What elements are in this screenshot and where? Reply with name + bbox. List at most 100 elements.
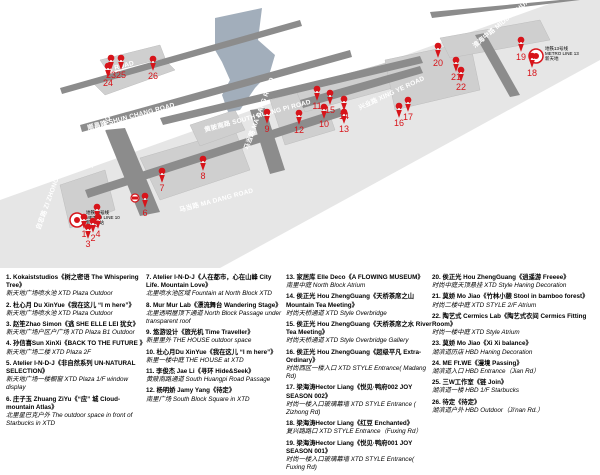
road-huangpi <box>160 56 423 125</box>
legend-number: 2. <box>6 301 14 309</box>
legend-location: 时尚二楼中庭 XTD STYLE 2/F Atrium <box>432 301 537 309</box>
legend-title: 悠游设计《旅光机 Time Traveller》 <box>153 329 254 337</box>
pin-dot <box>323 109 325 111</box>
legend-number: 22. <box>432 312 443 320</box>
legend-number: 26. <box>432 398 443 406</box>
legend-title: 侯正光 Hou ZhengGuang《超级平凡 Extra-Ordinary》 <box>286 348 422 364</box>
pin-number: 4 <box>95 229 100 239</box>
legend-item: 3. 赵笙Zhao Simon《逃 SHE ELLE LEI 犹女》新天地广场户… <box>6 321 146 337</box>
pin-icon <box>395 102 403 118</box>
legend-number: 17. <box>286 384 297 392</box>
legend-number: 19. <box>286 439 297 447</box>
pin-dot <box>398 108 400 110</box>
map-pin-26[interactable]: 26 <box>148 55 158 81</box>
legend-number: 20. <box>432 274 443 281</box>
road-vertical <box>250 108 285 174</box>
legend-title: 侯正光 Hou ZhengGuang《天桥茶席之水 River Tea Meet… <box>286 321 432 337</box>
map-pin-17[interactable]: 17 <box>403 96 413 122</box>
pin-dot <box>298 115 300 117</box>
map-pin-21[interactable]: 21 <box>451 56 461 82</box>
map-pin-1[interactable]: 1 <box>80 213 88 239</box>
map-pin-6[interactable]: 6 <box>141 192 149 218</box>
pin-icon <box>452 56 460 72</box>
map-pin-15[interactable]: 15 <box>325 89 335 115</box>
pin-dot <box>266 114 268 116</box>
pin-number: 18 <box>527 68 537 78</box>
legend-location: 时尚一楼入口玻璃幕墙 XTD STYLE Entrance( Fuxing Rd… <box>286 456 415 472</box>
legend-item: 25. 三W工作室《链 Join》湖滨道一楼 HBD 1/F Starbucks <box>432 379 594 395</box>
legend-number: 23. <box>432 340 443 348</box>
pin-dot <box>343 114 345 116</box>
legend-item: 12. 杨明娇 Jamy Yang《待定》南里广场 South Block Sq… <box>146 387 286 403</box>
legend-col-2: 7. Atelier I-N-D-J《人在都市，心在山峰 City Life. … <box>146 274 286 407</box>
map-pin-23[interactable]: 23 <box>106 54 116 80</box>
map-pin-8[interactable]: 8 <box>199 155 207 181</box>
legend-number: 9. <box>146 329 154 337</box>
legend-title: Atelier I-N-D-J《非自然系列 UN-NATURAL SELECTI… <box>6 359 136 376</box>
legend-number: 12. <box>146 387 157 395</box>
legend-number: 6. <box>6 395 14 403</box>
legend-number: 18. <box>286 420 297 428</box>
map-pin-20[interactable]: 20 <box>433 42 443 68</box>
map-pin-11[interactable]: 11 <box>312 85 322 111</box>
pin-icon <box>528 52 536 68</box>
legend-number: 10. <box>146 348 157 356</box>
legend-location: 新里一楼中庭 THE HOUSE at XTD <box>146 356 244 364</box>
block-east <box>439 19 551 59</box>
pin-number: 22 <box>456 82 466 92</box>
map-pin-7[interactable]: 7 <box>158 167 166 193</box>
legend-location: 时尚天桥通道 XTD Style Overbridge Gallery <box>286 337 409 345</box>
map-pin-25[interactable]: 25 <box>116 54 126 80</box>
pin-icon <box>263 108 271 124</box>
legend-location: 南里广场 South Block Square in XTD <box>146 395 250 403</box>
legend-col-1: 1. Kokaiststudios《树之密语 The Whispering Tr… <box>6 274 146 431</box>
map-pin-3[interactable]: 3 <box>84 223 92 249</box>
legend-item: 23. 莫娇 Mo Jiao《Xi Xi balance》湖滨道历店 HBD H… <box>432 340 594 356</box>
legend-title: Atelier I-N-D-J《人在都市，心在山峰 City Life. Mou… <box>146 274 272 290</box>
legend-number: 13. <box>286 274 297 281</box>
map-pin-19[interactable]: 19 <box>516 36 526 62</box>
pin-dot <box>87 229 89 231</box>
legend-location: 新天地广场户区户广场 XTD Plaza B1 Outdoor <box>6 329 135 337</box>
pin-icon <box>104 62 112 78</box>
pin-number: 10 <box>319 119 329 129</box>
map-pin-2[interactable]: 2 <box>89 217 97 243</box>
pin-number: 20 <box>433 58 443 68</box>
block-hbd-2 <box>99 44 166 73</box>
pin-dot <box>96 209 98 211</box>
pin-number: 5 <box>94 219 99 229</box>
legend-location: 湖滨道入口 HBD Entrance（Jian Rd） <box>432 368 540 376</box>
pin-icon <box>141 192 149 208</box>
map-pin-18[interactable]: 18 <box>527 52 537 78</box>
legend-location: 南里中庭 North Block Atrium <box>286 282 366 290</box>
legend-item: 4. 孙信喜Sun XinXi《BACK TO THE FUTURE 》新天地广… <box>6 340 146 356</box>
pin-icon <box>434 42 442 58</box>
legend-title: 家居库 Elle Deco《A FLOWING MUSEUM》 <box>296 274 424 281</box>
legend: 1. Kokaiststudios《树之密语 The Whispering Tr… <box>0 268 600 471</box>
metro-north-line2: METRO LINE 13 <box>545 51 579 56</box>
map-pin-10[interactable]: 10 <box>319 103 329 129</box>
map-pin-16[interactable]: 16 <box>394 102 404 128</box>
pin-icon <box>295 109 303 125</box>
pin-icon <box>80 213 88 229</box>
legend-item: 14. 侯正光 Hou ZhengGuang《天桥茶席之山 Mountain T… <box>286 293 434 318</box>
map-pin-5[interactable]: 5 <box>93 203 101 229</box>
map-pin-14[interactable]: 14 <box>339 95 349 121</box>
legend-item: 24. ME Ft.WE《漫境 Passing》湖滨道入口 HBD Entran… <box>432 360 594 376</box>
map-pin-12[interactable]: 12 <box>294 109 304 135</box>
map-pin-24[interactable]: 24 <box>103 62 113 88</box>
legend-location: 新天地广场喷水池 XTD Plaza Outdoor <box>6 309 113 317</box>
legend-number: 24. <box>432 359 443 367</box>
legend-number: 15. <box>286 321 297 329</box>
pin-number: 6 <box>142 208 147 218</box>
map-pin-22[interactable]: 22 <box>456 66 466 92</box>
legend-number: 14. <box>286 293 297 301</box>
pin-number: 16 <box>394 118 404 128</box>
legend-title: Kokaiststudios《树之密语 <box>13 274 90 281</box>
map-pin-9[interactable]: 9 <box>263 108 271 134</box>
pin-icon <box>117 54 125 70</box>
road-shunchang <box>80 50 352 132</box>
legend-title: 侯正光 Hou ZhengGuang《逍遥游 Freeee》 <box>442 274 570 281</box>
legend-title: 三W工作室《链 Join》 <box>442 379 508 387</box>
